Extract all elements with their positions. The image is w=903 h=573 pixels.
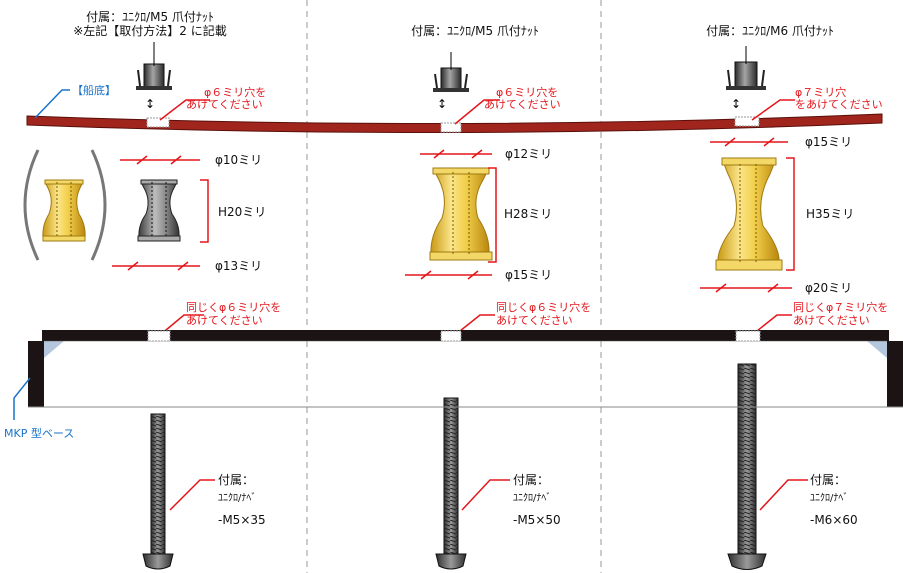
gold-spacer-large	[717, 163, 780, 263]
bolt-callout-line	[461, 479, 510, 511]
height-label: H35ミリ	[806, 207, 854, 221]
bolt	[727, 363, 767, 570]
base-hole-callout-line1: 同じくφ６ミリ穴を	[186, 300, 281, 314]
hole-callout-line	[751, 99, 795, 121]
arrow-icon: ↕	[731, 97, 741, 111]
hole-callout-line1: φ６ミリ穴を	[204, 85, 266, 99]
base-hole-callout-line	[454, 314, 495, 336]
height-label: H28ミリ	[504, 207, 552, 221]
bolt	[142, 413, 174, 570]
base-hole-callout-line	[159, 314, 204, 336]
top-diameter-label: φ12ミリ	[505, 147, 552, 161]
gold-spacer-small	[42, 181, 86, 239]
bottom-diameter-label: φ15ミリ	[505, 268, 552, 282]
bolt-label-line2: ﾕﾆｸﾛ/ﾅﾍﾞ	[513, 492, 551, 504]
column-3: 付属：ﾕﾆｸﾛ/M6 爪付ﾅｯﾄ ↕ φ７ミリ穴 をあけてください φ15ミリ …	[700, 24, 888, 570]
nut-label: 付属：ﾕﾆｸﾛ/M5 爪付ﾅｯﾄ	[411, 24, 539, 38]
open-paren	[23, 149, 40, 261]
bolt-callout-line	[759, 479, 808, 511]
bolt-label-line2: ﾕﾆｸﾛ/ﾅﾍﾞ	[218, 492, 256, 504]
hole-marker	[734, 116, 760, 127]
hole-callout-line2: をあけてください	[795, 98, 883, 111]
base-label: MKP 型ベース	[4, 426, 74, 440]
base-hole-callout-line2: あけてください	[186, 314, 263, 327]
column-2: 付属：ﾕﾆｸﾛ/M5 爪付ﾅｯﾄ ↕ φ６ミリ穴を あけてください φ12ミリ …	[405, 24, 591, 570]
close-paren	[90, 149, 107, 261]
column-1: 付属：ﾕﾆｸﾛ/M5 爪付ﾅｯﾄ ※左記【取付方法】2 に記載 ↕ φ６ミリ穴を…	[23, 10, 281, 570]
nut-label: 付属：ﾕﾆｸﾛ/M6 爪付ﾅｯﾄ	[706, 24, 834, 38]
t-nut	[433, 52, 469, 92]
height-bracket	[200, 179, 209, 243]
bolt	[435, 397, 467, 570]
bolt-label-line3: -M6×60	[810, 513, 858, 527]
hole-marker	[147, 330, 171, 342]
height-bracket	[786, 157, 795, 271]
base-hole-callout-line2: あけてください	[793, 314, 870, 327]
t-nut	[136, 42, 172, 90]
nut-label: 付属：ﾕﾆｸﾛ/M5 爪付ﾅｯﾄ	[86, 10, 214, 24]
hole-marker	[440, 330, 462, 342]
nut-note: ※左記【取付方法】2 に記載	[73, 23, 227, 38]
hole-callout-line	[159, 99, 210, 121]
t-nut	[726, 46, 766, 90]
base-hole-callout-line1: 同じくφ７ミリ穴を	[793, 300, 888, 314]
gold-spacer-medium	[430, 171, 490, 255]
base-hole-callout-line1: 同じくφ６ミリ穴を	[496, 300, 591, 314]
top-diameter-label: φ10ミリ	[215, 153, 262, 167]
bottom-diameter-label: φ13ミリ	[215, 259, 262, 273]
boat-bottom-callout-line	[34, 89, 70, 119]
height-label: H20ミリ	[218, 205, 266, 219]
top-diameter-label: φ15ミリ	[805, 135, 852, 149]
bolt-label-line3: -M5×50	[513, 513, 561, 527]
mkp-base	[28, 330, 903, 408]
boat-bottom-board	[26, 113, 883, 134]
hole-marker	[146, 117, 170, 128]
arrow-icon: ↕	[145, 97, 155, 111]
hole-callout-line1: φ７ミリ穴	[795, 85, 846, 99]
hole-callout-line	[454, 99, 500, 125]
bolt-label-line1: 付属：	[810, 473, 846, 487]
base-hole-callout-line	[751, 314, 792, 336]
bolt-label-line2: ﾕﾆｸﾛ/ﾅﾍﾞ	[810, 492, 848, 504]
hole-marker	[440, 122, 462, 133]
boat-bottom-label: 【船底】	[72, 83, 116, 97]
hole-callout-line2: あけてください	[484, 98, 561, 111]
hole-marker	[735, 330, 761, 342]
bolt-label-line1: 付属：	[513, 473, 549, 487]
hole-callout-line2: あけてください	[186, 98, 263, 111]
base-callout-line	[13, 377, 31, 420]
height-bracket	[488, 167, 497, 263]
arrow-icon: ↕	[437, 97, 447, 111]
bolt-label-line1: 付属：	[218, 473, 254, 487]
hole-callout-line1: φ６ミリ穴を	[496, 85, 558, 99]
bolt-label-line3: -M5×35	[218, 513, 266, 527]
bolt-callout-line	[169, 479, 215, 511]
bottom-diameter-label: φ20ミリ	[805, 281, 852, 295]
base-hole-callout-line2: あけてください	[496, 314, 573, 327]
silver-spacer	[138, 181, 180, 239]
